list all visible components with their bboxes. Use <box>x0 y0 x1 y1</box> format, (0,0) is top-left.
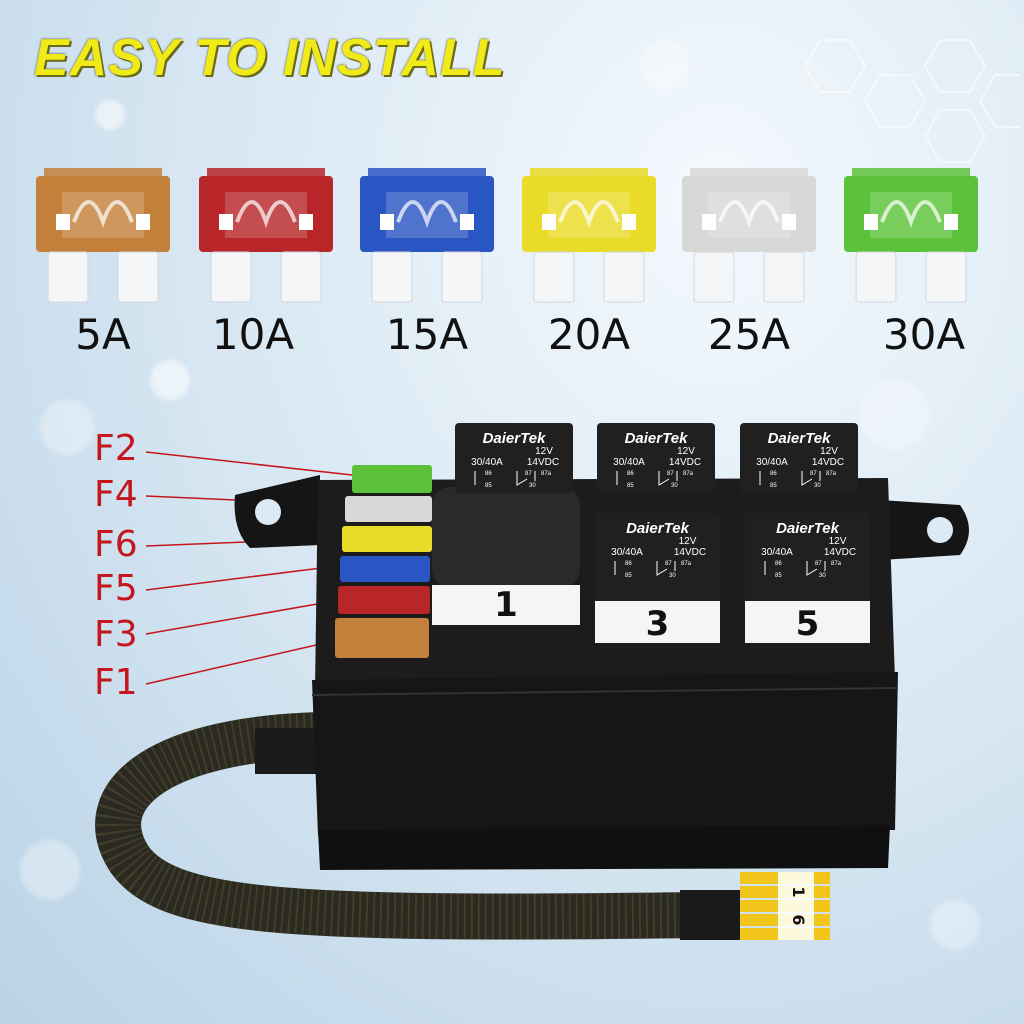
relay-rating: 30/40A <box>611 547 643 558</box>
fuse-rating-label: 30A <box>882 310 966 359</box>
relay-slot-1-cap <box>432 487 580 587</box>
relay-brand: DaierTek <box>626 520 689 537</box>
wire-ends <box>740 872 830 940</box>
pin-label: 85 <box>770 483 777 489</box>
bokeh-light <box>40 400 95 455</box>
relay-coil: 12V <box>677 446 695 457</box>
relay-brand: DaierTek <box>483 430 546 447</box>
relay-coil: 12V <box>679 536 697 547</box>
pin-label: 86 <box>625 561 632 567</box>
relay-brand: DaierTek <box>625 430 688 447</box>
box-body <box>312 672 898 835</box>
hexagon-pattern <box>804 39 1020 163</box>
relay-brand: DaierTek <box>768 430 831 447</box>
fuse-label-f6: F6 <box>94 524 138 565</box>
relay-rating: 30/40A <box>471 457 503 468</box>
relay-rating: 30/40A <box>613 457 645 468</box>
fuse-rating-label: 15A <box>385 310 469 359</box>
fuse-label-f2: F2 <box>94 428 138 469</box>
fuse-15a <box>358 162 496 304</box>
fuse-rating-label: 5A <box>75 310 131 359</box>
pin-label: 30 <box>814 483 821 489</box>
pin-label: 87 <box>810 471 817 477</box>
relay-voltage: 14VDC <box>824 547 856 558</box>
pin-label: 87a <box>683 471 694 477</box>
relay-coil: 12V <box>829 536 847 547</box>
pin-label: 87a <box>541 471 552 477</box>
fuse-30a <box>842 162 980 304</box>
fuse-25a <box>680 162 818 304</box>
cable-sleeve <box>255 728 325 774</box>
pin-label: 86 <box>770 471 777 477</box>
pin-label: 30 <box>819 573 826 579</box>
pin-label: 86 <box>485 471 492 477</box>
pin-label: 85 <box>775 573 782 579</box>
bokeh-light <box>930 900 980 950</box>
relay-coil: 12V <box>535 446 553 457</box>
pin-label: 86 <box>775 561 782 567</box>
relay-voltage: 14VDC <box>527 457 559 468</box>
pin-label: 85 <box>625 573 632 579</box>
fuse-label-f4: F4 <box>94 474 138 515</box>
fuse-10a <box>197 162 335 304</box>
fuse-rating-label: 10A <box>211 310 295 359</box>
fuse-5a <box>34 162 172 304</box>
pin-label: 85 <box>627 483 634 489</box>
pin-label: 87a <box>826 471 837 477</box>
fuse-label-f5: F5 <box>94 568 138 609</box>
pin-label: 87a <box>681 561 692 567</box>
relay-slot-1-number: 1 <box>494 585 518 625</box>
relay-number: 3 <box>646 604 670 644</box>
fuse-rating-label: 25A <box>707 310 791 359</box>
wire-number-1: 1 <box>789 886 808 897</box>
pin-label: 30 <box>671 483 678 489</box>
fuse-20a <box>520 162 658 304</box>
fuse-label-f1: F1 <box>94 662 138 703</box>
pin-label: 87 <box>525 471 532 477</box>
installed-fuses <box>335 465 432 658</box>
relay-coil: 12V <box>820 446 838 457</box>
page-title: EASY TO INSTALL <box>34 29 506 87</box>
pin-label: 30 <box>669 573 676 579</box>
pin-label: 85 <box>485 483 492 489</box>
fuse-label-f3: F3 <box>94 614 138 655</box>
relay-brand: DaierTek <box>776 520 839 537</box>
pin-label: 86 <box>627 471 634 477</box>
mounting-ear-right <box>880 500 969 560</box>
bokeh-light <box>95 100 125 130</box>
relay-voltage: 14VDC <box>669 457 701 468</box>
pin-label: 87 <box>815 561 822 567</box>
pin-label: 87 <box>665 561 672 567</box>
relay-voltage: 14VDC <box>812 457 844 468</box>
bokeh-light <box>150 360 190 400</box>
pin-label: 30 <box>529 483 536 489</box>
pin-label: 87a <box>831 561 842 567</box>
fuse-rating-label: 20A <box>547 310 631 359</box>
bokeh-light <box>860 380 930 450</box>
pin-label: 87 <box>667 471 674 477</box>
wire-number-6: 6 <box>789 914 808 925</box>
bokeh-light <box>640 40 690 90</box>
relay-number: 5 <box>796 604 820 644</box>
relay-voltage: 14VDC <box>674 547 706 558</box>
bokeh-light <box>20 840 80 900</box>
relay-rating: 30/40A <box>756 457 788 468</box>
relay-rating: 30/40A <box>761 547 793 558</box>
